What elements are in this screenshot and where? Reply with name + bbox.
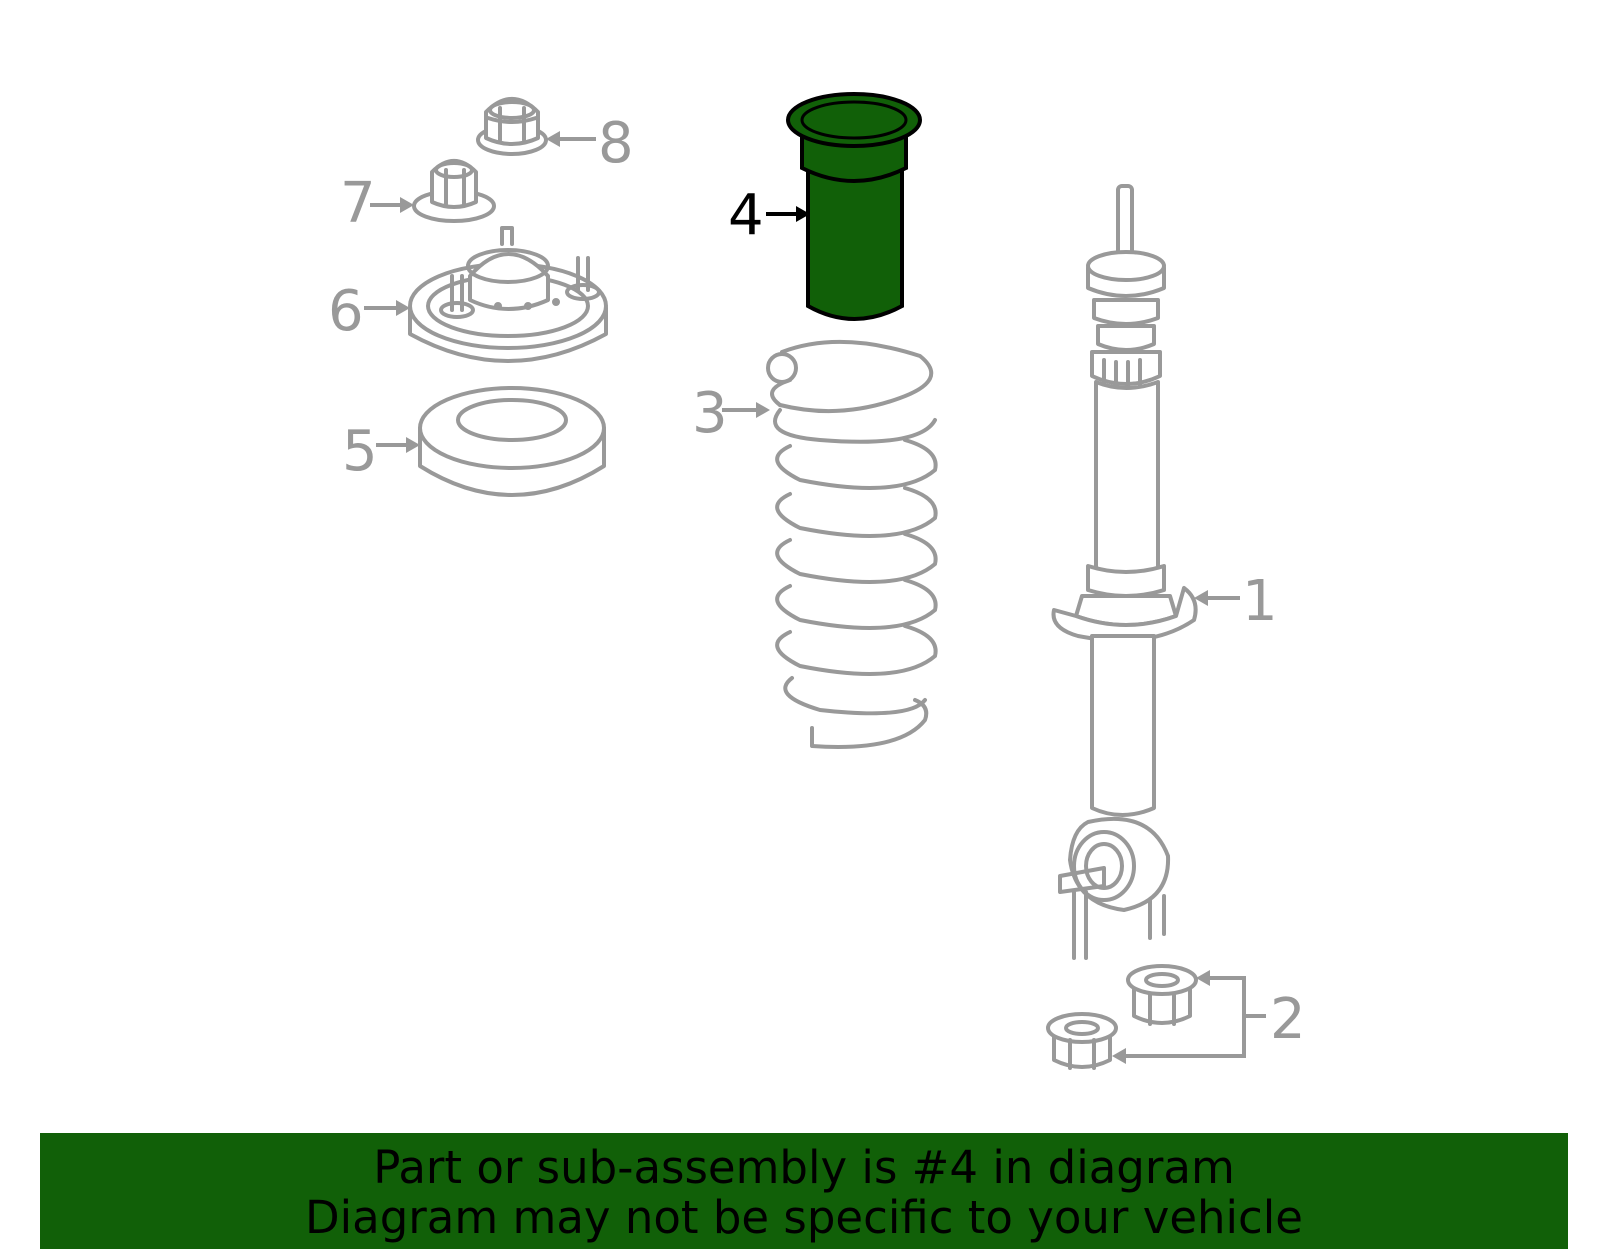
callout-5-label: 5 [342, 419, 378, 484]
callout-7: 7 [340, 171, 414, 236]
callout-8-label: 8 [598, 111, 634, 176]
info-banner: Part or sub-assembly is #4 in diagram Di… [40, 1133, 1568, 1249]
callout-2-label: 2 [1270, 987, 1306, 1052]
part-5-insulator[interactable] [418, 386, 606, 497]
banner-line-2: Diagram may not be specific to your vehi… [305, 1191, 1303, 1244]
part-6-upper-mount[interactable] [408, 226, 608, 363]
part-1-strut[interactable] [1051, 184, 1198, 960]
part-2-lower-nuts[interactable] [1046, 964, 1198, 1070]
callout-7-label: 7 [340, 171, 376, 236]
part-8-flange-nut[interactable] [476, 97, 548, 156]
callout-8: 8 [546, 111, 634, 176]
callout-3: 3 [692, 381, 770, 446]
callout-5: 5 [342, 419, 420, 484]
callout-6-label: 6 [328, 279, 364, 344]
parts-diagram: 8 7 6 5 [328, 92, 1306, 1070]
part-7-mount-nut[interactable] [412, 159, 496, 223]
banner-line-1: Part or sub-assembly is #4 in diagram [373, 1141, 1235, 1194]
callout-6: 6 [328, 279, 410, 344]
callout-3-label: 3 [692, 381, 728, 446]
part-4-dust-boot[interactable] [786, 92, 922, 321]
part-3-coil-spring[interactable] [766, 339, 938, 749]
callout-4-label: 4 [728, 183, 764, 248]
callout-1-label: 1 [1242, 569, 1278, 634]
callout-1: 1 [1194, 569, 1278, 634]
callout-2: 2 [1112, 970, 1306, 1064]
callout-4: 4 [728, 183, 810, 248]
